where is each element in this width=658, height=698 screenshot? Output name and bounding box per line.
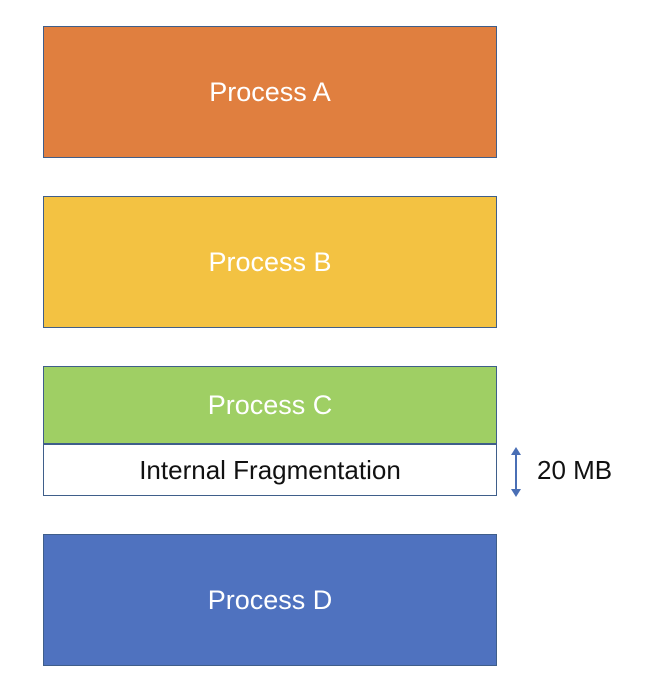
- internal-fragmentation-block: Internal Fragmentation: [43, 444, 497, 496]
- process-c-label: Process C: [207, 389, 333, 420]
- process-a-block: Process A: [43, 26, 497, 158]
- process-d-block: Process D: [43, 534, 497, 666]
- fragment-size-label: 20 MB: [537, 455, 613, 485]
- internal-fragmentation-label: Internal Fragmentation: [139, 454, 401, 485]
- process-c-block: Process C: [43, 366, 497, 444]
- process-a-label: Process A: [209, 76, 331, 107]
- process-b-block: Process B: [43, 196, 497, 328]
- process-b-label: Process B: [208, 246, 332, 277]
- double-arrow-icon: [511, 447, 521, 497]
- process-d-label: Process D: [207, 584, 333, 615]
